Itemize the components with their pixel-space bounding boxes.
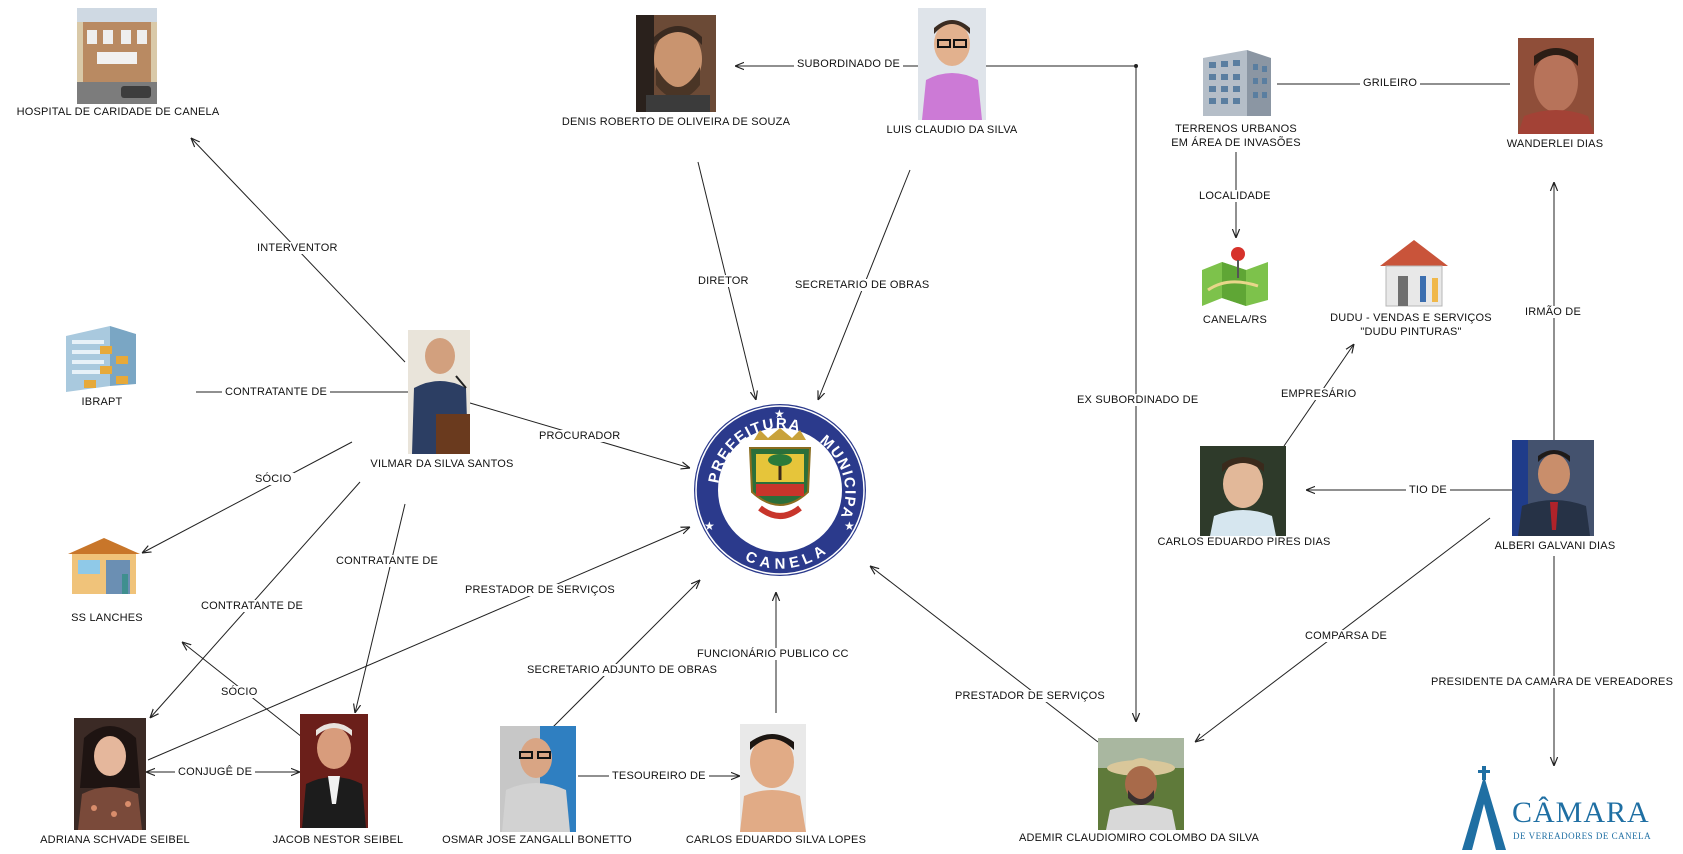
edge-label-socio-jacob: SÓCIO bbox=[218, 686, 261, 698]
edge-label-secretario-adjunto: SECRETARIO ADJUNTO DE OBRAS bbox=[524, 664, 721, 676]
edge-label-contratante-adriana: CONTRATANTE DE bbox=[198, 600, 307, 612]
ademir-label: ADEMIR CLAUDIOMIRO COLOMBO DA SILVA bbox=[1018, 832, 1260, 844]
edge-label-procurador: PROCURADOR bbox=[536, 430, 624, 442]
edge-contratante-jacob bbox=[355, 503, 406, 713]
edge-label-funcionario: FUNCIONÁRIO PUBLICO CC bbox=[694, 648, 852, 660]
edge-label-socio-vilmar: SÓCIO bbox=[252, 473, 295, 485]
alberi-label: ALBERI GALVANI DIAS bbox=[1494, 540, 1616, 552]
carlos-pires-label: CARLOS EDUARDO PIRES DIAS bbox=[1157, 536, 1331, 548]
edge-label-irmao: IRMÃO DE bbox=[1522, 306, 1584, 318]
denis-label: DENIS ROBERTO DE OLIVEIRA DE SOUZA bbox=[561, 116, 791, 128]
edge-label-interventor: INTERVENTOR bbox=[254, 242, 341, 254]
wanderlei-photo bbox=[1518, 38, 1594, 134]
camara-subtitle: DE VEREADORES DE CANELA bbox=[1513, 831, 1652, 841]
ibrapt-organization-icon bbox=[60, 322, 144, 398]
canela-rs-label: CANELA/RS bbox=[1202, 314, 1268, 326]
edge-label-tesoureiro: TESOUREIRO DE bbox=[609, 770, 709, 782]
vilmar-label: VILMAR DA SILVA SANTOS bbox=[370, 458, 514, 470]
edge-prestador-adriana bbox=[147, 527, 690, 761]
edge-label-diretor: DIRETOR bbox=[695, 275, 752, 287]
jacob-label: JACOB NESTOR SEIBEL bbox=[272, 834, 404, 846]
edge-label-grileiro: GRILEIRO bbox=[1360, 77, 1421, 89]
adriana-label: ADRIANA SCHVADE SEIBEL bbox=[40, 834, 190, 846]
edge-label-subordinado: SUBORDINADO DE bbox=[794, 58, 904, 70]
denis-photo bbox=[636, 15, 716, 112]
edge-label-contratante-ibrapt: CONTRATANTE DE bbox=[222, 386, 331, 398]
camara-logo: CÂMARA DE VEREADORES DE CANELA bbox=[1454, 766, 1654, 850]
edge-label-conjuge: CONJUGÊ DE bbox=[175, 766, 256, 778]
carlos-lopes-label: CARLOS EDUARDO SILVA LOPES bbox=[685, 834, 867, 846]
adriana-photo bbox=[74, 718, 146, 830]
edge-label-presidente: PRESIDENTE DA CAMARA DE VEREADORES bbox=[1428, 676, 1677, 688]
seal-star: ★ bbox=[704, 519, 715, 533]
osmar-label: OSMAR JOSE ZANGALLI BONETTO bbox=[442, 834, 632, 846]
dudu-label-line1: DUDU - VENDAS E SERVIÇOS bbox=[1330, 312, 1492, 324]
edge-label-comparsa: COMPARSA DE bbox=[1302, 630, 1391, 642]
edge-label-localidade: LOCALIDADE bbox=[1196, 190, 1274, 202]
edge-socio-vilmar bbox=[142, 441, 353, 553]
wanderlei-label: WANDERLEI DIAS bbox=[1506, 138, 1604, 150]
edge-label-prestador-adriana: PRESTADOR DE SERVIÇOS bbox=[462, 584, 618, 596]
ibrapt-label: IBRAPT bbox=[81, 396, 123, 408]
dudu-hardware-store-icon bbox=[1374, 236, 1454, 308]
ss-lanches-label: SS LANCHES bbox=[71, 612, 143, 624]
vilmar-photo bbox=[408, 330, 470, 454]
canela-map-pin-icon bbox=[1198, 246, 1272, 306]
seal-star: ★ bbox=[774, 407, 785, 421]
dudu-label-line2: "DUDU PINTURAS" bbox=[1360, 326, 1462, 338]
carlos-lopes-photo bbox=[740, 724, 806, 832]
carlos-pires-photo bbox=[1200, 446, 1286, 536]
edge-label-ex-subordinado: EX SUBORDINADO DE bbox=[1074, 394, 1202, 406]
edge-prestador-ademir bbox=[870, 566, 1099, 743]
edge-label-tio: TIO DE bbox=[1406, 484, 1450, 496]
luis-label: LUIS CLAUDIO DA SILVA bbox=[886, 124, 1018, 136]
prefeitura-municipal-seal: ★ ★ ★ PREFEITURA MUNICIPAL CANELA bbox=[685, 387, 870, 580]
edge-label-empresario: EMPRESÁRIO bbox=[1278, 388, 1360, 400]
edge-label-prestador-ademir: PRESTADOR DE SERVIÇOS bbox=[952, 690, 1108, 702]
seal-star: ★ bbox=[844, 519, 855, 533]
ademir-photo bbox=[1098, 738, 1184, 830]
jacob-photo bbox=[300, 714, 368, 828]
hospital-label: HOSPITAL DE CARIDADE DE CANELA bbox=[16, 106, 220, 118]
edge-label-contratante-jacob: CONTRATANTE DE bbox=[333, 555, 442, 567]
coat-of-arms bbox=[748, 428, 812, 519]
edge-label-secretario-obras: SECRETARIO DE OBRAS bbox=[792, 279, 933, 291]
osmar-photo bbox=[500, 726, 576, 832]
alberi-photo bbox=[1512, 440, 1594, 536]
edge-secretario-adjunto bbox=[547, 580, 700, 733]
ss-lanches-shop-icon bbox=[64, 534, 144, 596]
terrenos-label-line1: TERRENOS URBANOS bbox=[1175, 123, 1297, 135]
luis-photo bbox=[918, 8, 986, 120]
camara-title: CÂMARA bbox=[1512, 796, 1650, 829]
terrenos-building-icon bbox=[1195, 44, 1277, 118]
terrenos-label-line2: EM ÁREA DE INVASÕES bbox=[1171, 137, 1301, 149]
hospital-building-photo bbox=[77, 8, 157, 104]
